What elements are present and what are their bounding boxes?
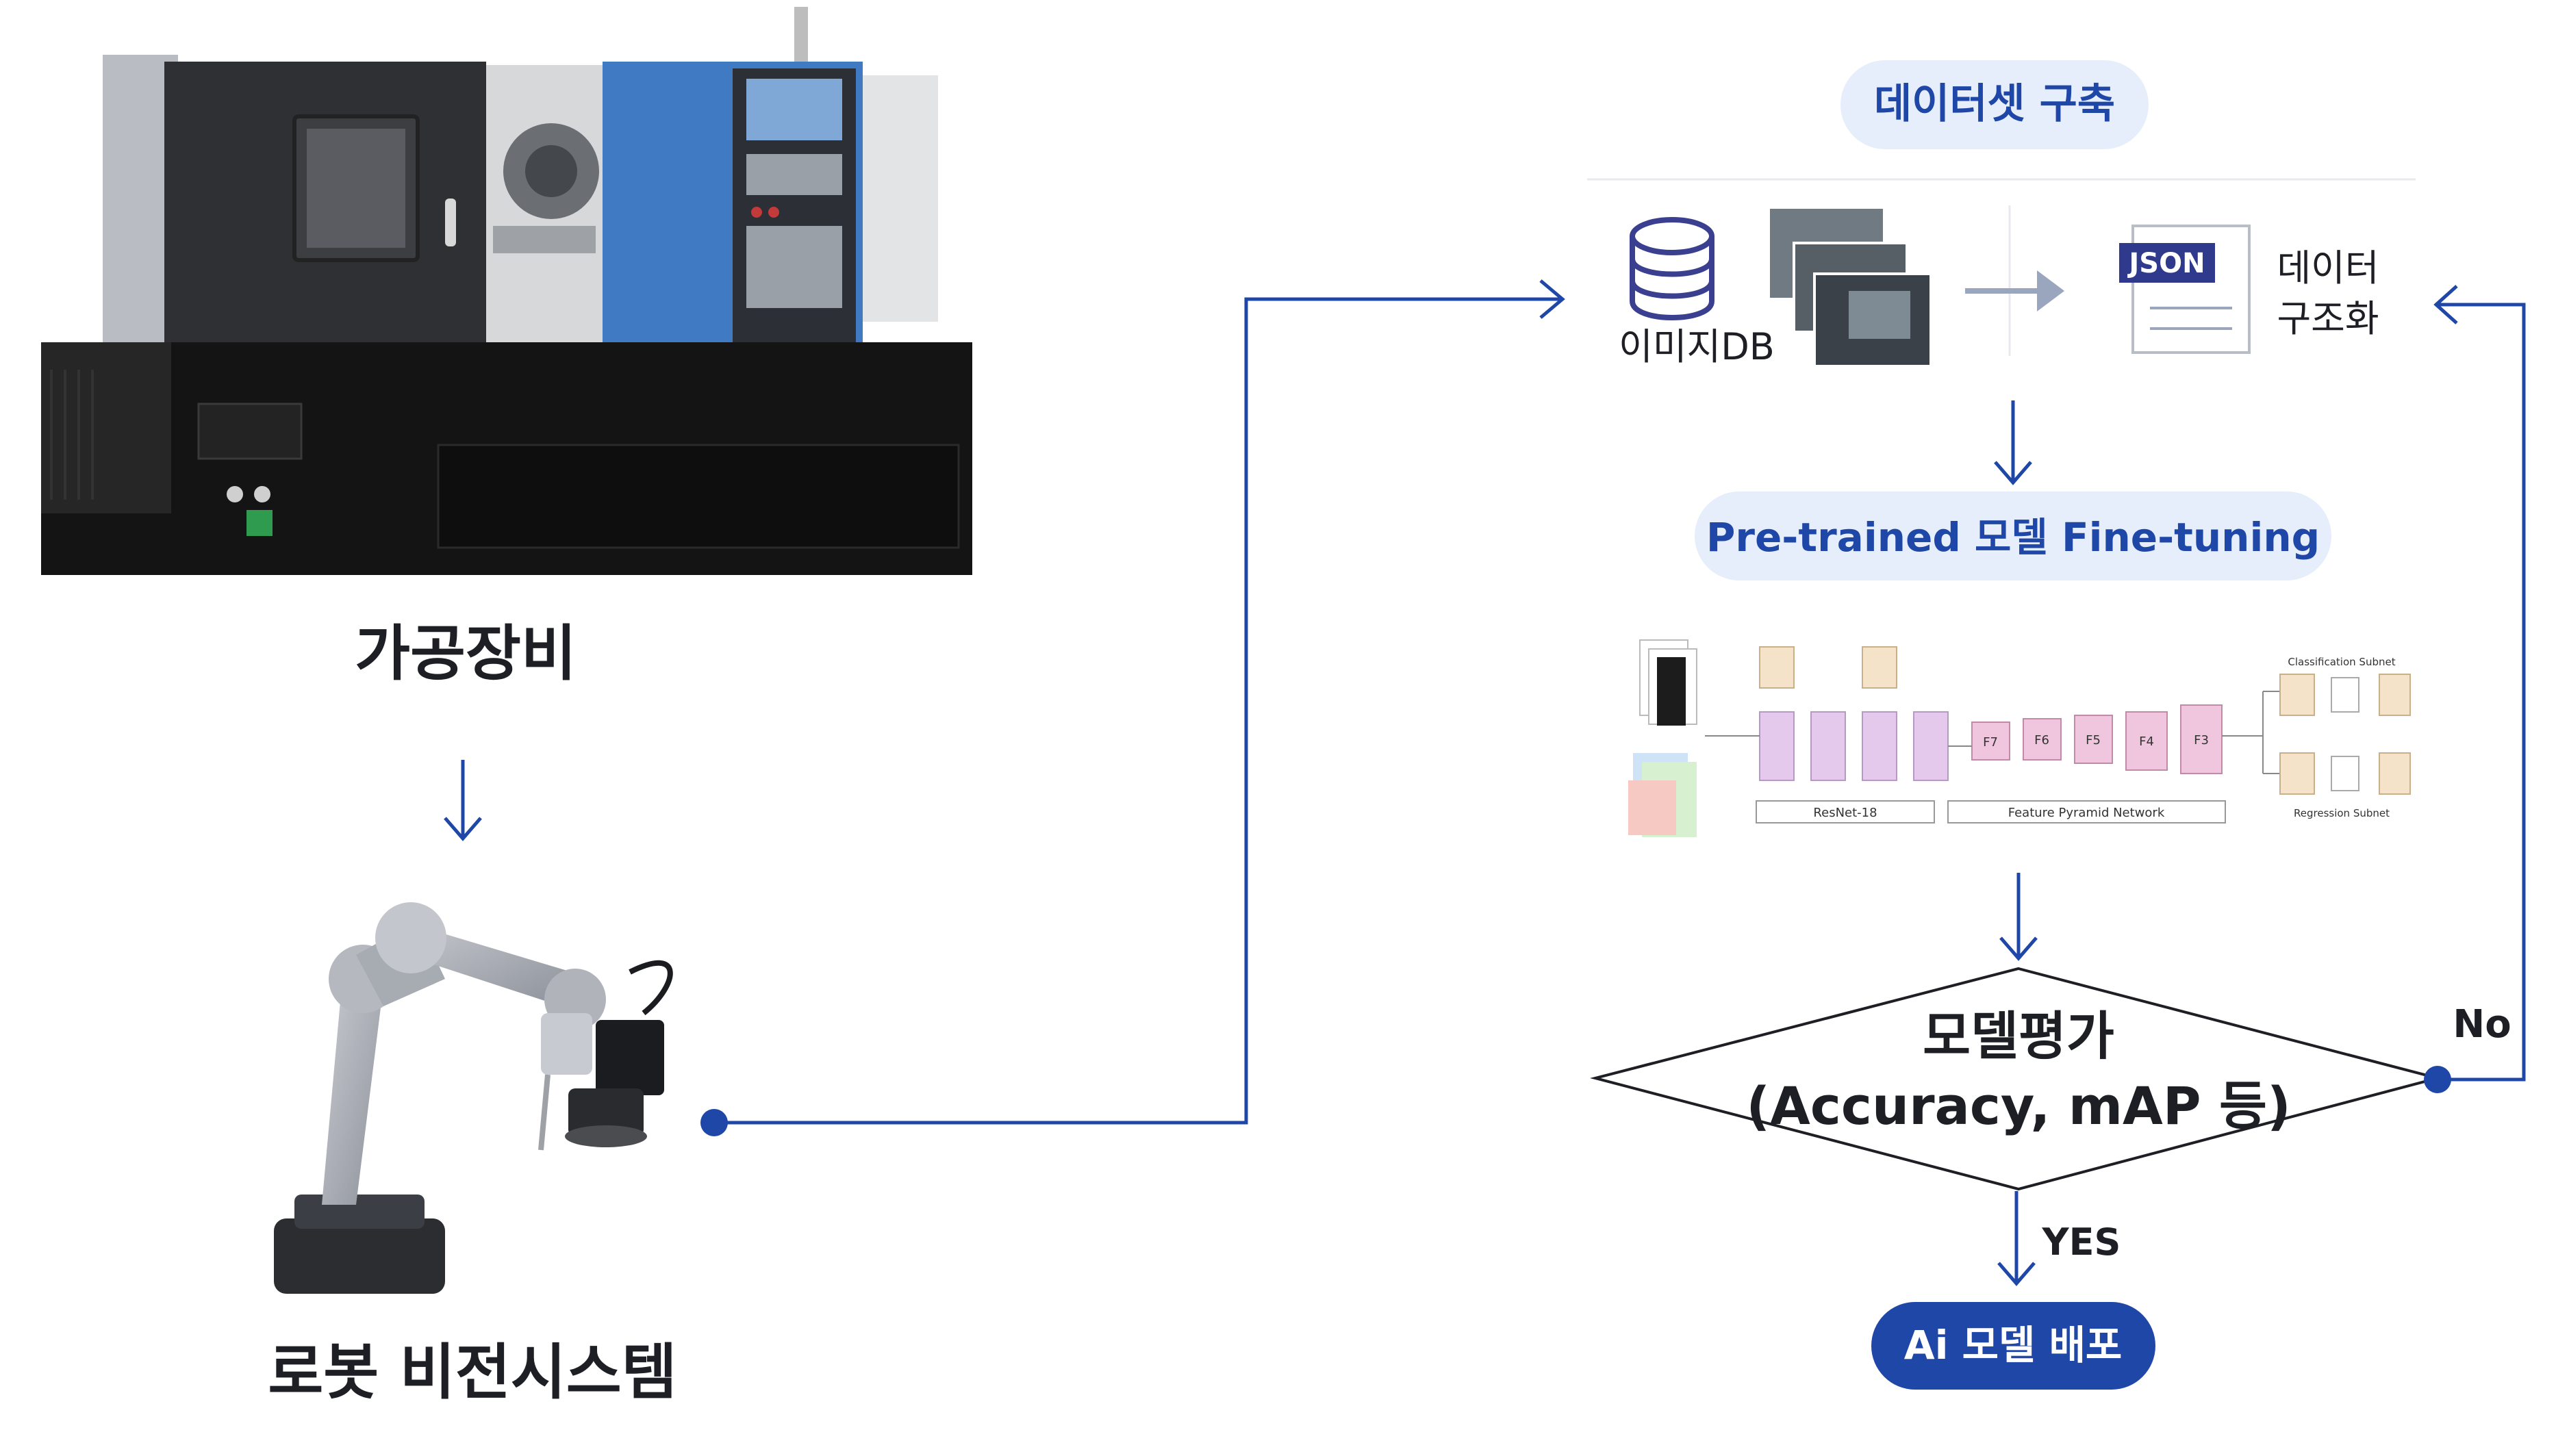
data-structuring-label-2: 구조화 [2277, 297, 2379, 340]
image-samples-stack [1770, 209, 1932, 368]
fpn-level-labels: F7 F6 F5 F4 F3 [1983, 733, 2209, 750]
fpn-level-f5: F5 [2086, 733, 2101, 748]
connector-robot-to-dataset [700, 279, 1565, 1136]
yes-branch-label: YES [2042, 1221, 2121, 1264]
regression-subnet-caption: Regression Subnet [2294, 807, 2390, 819]
robot-arm-image [274, 902, 673, 1294]
finetuning-pill-label: Pre-trained 모델 Fine-tuning [1706, 514, 2320, 561]
machining-equipment-label: 가공장비 [355, 618, 577, 689]
json-badge-label: JSON [2127, 248, 2205, 279]
fpn-level-f3: F3 [2194, 733, 2209, 748]
cnc-machine-image [41, 7, 972, 575]
arrow-machine-to-robot [444, 760, 482, 841]
network-architecture-figure: F7 F6 F5 F4 F3 ResNet-18 [1628, 639, 2411, 837]
fpn-level-f6: F6 [2034, 733, 2049, 748]
evaluation-metrics: (Accuracy, mAP 등) [1746, 1075, 2290, 1136]
fpn-level-f7: F7 [1983, 735, 1998, 750]
image-db-label: 이미지DB [1619, 325, 1775, 368]
deploy-model-label: Ai 모델 배포 [1904, 1322, 2123, 1368]
classification-subnet-caption: Classification Subnet [2288, 656, 2395, 668]
arrow-dataset-to-training [1994, 400, 2032, 485]
dataset-pill-label: 데이터셋 구축 [1874, 80, 2115, 128]
no-feedback-loop [2424, 285, 2526, 1093]
fpn-level-f4: F4 [2139, 735, 2154, 749]
finetuning-pill: Pre-trained 모델 Fine-tuning [1695, 491, 2331, 580]
fpn-caption: Feature Pyramid Network [2008, 806, 2165, 820]
dataset-pill: 데이터셋 구축 [1840, 60, 2149, 149]
robot-vision-label: 로봇 비전시스템 [268, 1337, 676, 1407]
deploy-model-button: Ai 모델 배포 [1871, 1302, 2155, 1390]
data-structuring-label-1: 데이터 [2277, 246, 2379, 290]
no-branch-label: No [2453, 1002, 2511, 1047]
structuring-arrow [1965, 270, 2064, 311]
evaluation-title: 모델평가 [1923, 1006, 2114, 1067]
yes-branch-arrow [1997, 1191, 2036, 1286]
evaluation-decision: 모델평가 (Accuracy, mAP 등) [1590, 967, 2443, 1191]
json-document-icon: JSON [2119, 225, 2251, 354]
database-icon [1630, 217, 1714, 320]
arrow-training-to-eval [1999, 873, 2038, 961]
resnet-caption: ResNet-18 [1813, 806, 1877, 820]
